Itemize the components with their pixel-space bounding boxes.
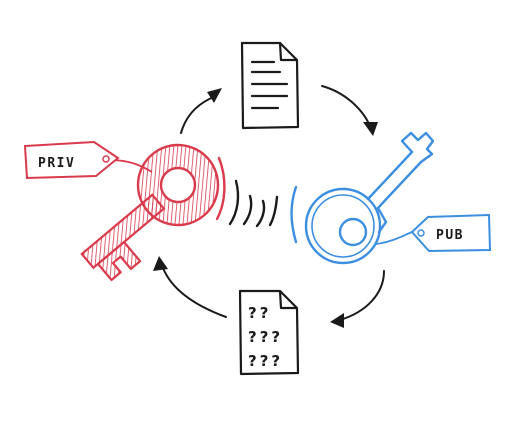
signal-waves-icon (215, 156, 298, 244)
private-tag-label: PRIV (38, 156, 75, 171)
public-tag-label: PUB (436, 228, 464, 243)
arrow-private-to-document (180, 95, 217, 134)
arrow-head-top-right (363, 122, 378, 136)
encrypted-row-2: ??? (248, 328, 283, 346)
public-key-icon (304, 131, 435, 265)
private-key-icon: PRIV (23, 140, 220, 282)
private-tag (23, 140, 120, 180)
arrow-document-to-public (321, 85, 371, 127)
document-icon (240, 41, 300, 130)
public-tag-string (375, 231, 413, 245)
arrow-head-top-left (207, 88, 222, 103)
arrow-public-to-encrypted (339, 270, 385, 321)
arrow-encrypted-to-private (162, 267, 227, 318)
encrypted-row-1: ?? (248, 304, 271, 322)
arrow-head-bottom-right (330, 313, 344, 328)
encrypted-row-3: ??? (248, 352, 283, 370)
public-tag (410, 213, 492, 253)
arrow-head-bottom-left (153, 256, 168, 271)
encrypted-document-icon: ?? ??? ??? (238, 289, 300, 376)
cycle-arrows (153, 85, 385, 328)
public-tag-group: PUB (375, 213, 492, 253)
